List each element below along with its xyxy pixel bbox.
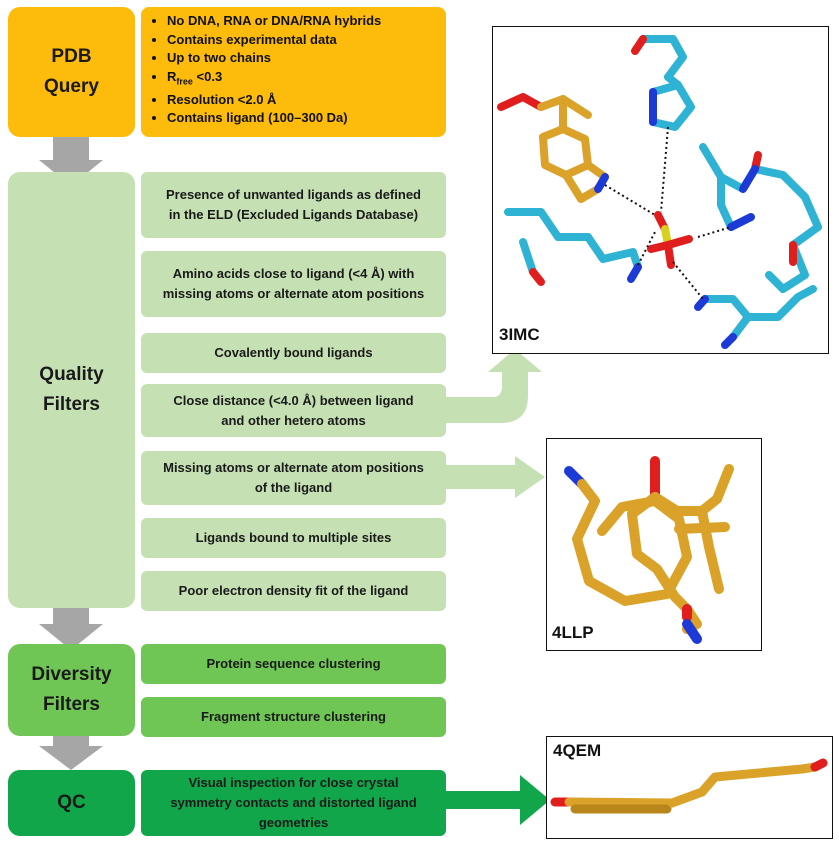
stage-diversity-filters-line1: Diversity	[31, 664, 112, 685]
quality-filter-multiple-sites: Ligands bound to multiple sites	[141, 518, 446, 558]
quality-filter-missing-atoms-residues: Amino acids close to ligand (<4 Å) with m…	[141, 251, 446, 317]
rfree-sub: free	[176, 76, 193, 87]
example-label-4llp: 4LLP	[552, 623, 594, 642]
flow-arrow-2	[39, 608, 103, 650]
stage-pdb-query-line2: Query	[44, 76, 99, 97]
stage-pdb-query: PDB Query	[8, 7, 135, 137]
qf4-line2: and other hetero atoms	[221, 412, 366, 428]
qf5-line1: Missing atoms or alternate atom position…	[163, 460, 424, 475]
qf1-line1: Presence of unwanted ligands as defined	[165, 187, 421, 202]
rfree-r: R	[167, 68, 177, 84]
qc-line1: Visual inspection for close crystal	[188, 775, 399, 790]
quality-filter-density-fit: Poor electron density fit of the ligand	[141, 571, 446, 611]
diversity-filter-fragment: Fragment structure clustering	[141, 697, 446, 737]
criterion-experimental-data: Contains experimental data	[167, 31, 438, 50]
criterion-ligand-mass: Contains ligand (100–300 Da)	[167, 109, 438, 128]
df2-line1: Fragment structure clustering	[201, 709, 386, 724]
criterion-chains: Up to two chains	[167, 49, 438, 68]
stage-quality-filters-line2: Filters	[42, 394, 101, 415]
structure-3imc-image	[497, 35, 822, 349]
rfree-threshold: <0.3	[192, 68, 223, 84]
stage-qc: QC	[8, 770, 135, 836]
df1-line1: Protein sequence clustering	[206, 656, 381, 671]
stage-pdb-query-line1: PDB	[51, 46, 92, 67]
qf6-line1: Ligands bound to multiple sites	[195, 530, 392, 545]
quality-filter-covalent: Covalently bound ligands	[141, 333, 446, 373]
qc-line2: symmetry contacts and distorted ligand	[170, 795, 417, 810]
example-panel-4qem: 4QEM	[546, 736, 833, 839]
quality-filter-missing-atoms-ligand: Missing atoms or alternate atom position…	[141, 451, 446, 505]
qf2-line1: Amino acids close to ligand (<4 Å) with	[172, 266, 415, 281]
qf4-line1: Close distance (<4.0 Å) between ligand	[173, 392, 414, 408]
query-criteria-box: No DNA, RNA or DNA/RNA hybrids Contains …	[141, 7, 446, 137]
criterion-no-dna: No DNA, RNA or DNA/RNA hybrids	[167, 12, 438, 31]
arrow-to-4llp	[430, 456, 545, 498]
arrow-to-4qem	[430, 775, 550, 825]
stage-qc-label: QC	[57, 792, 86, 813]
qf3-line1: Covalently bound ligands	[214, 345, 373, 360]
stage-diversity-filters-line2: Filters	[42, 694, 101, 715]
qf2-line2: missing atoms or alternate atom position…	[162, 286, 425, 301]
example-label-3imc: 3IMC	[499, 325, 540, 344]
structure-4llp-image	[564, 456, 734, 644]
example-panel-4llp: 4LLP	[546, 438, 762, 651]
structure-4qem-image	[550, 758, 828, 814]
qf7-line1: Poor electron density fit of the ligand	[178, 583, 409, 598]
criterion-rfree: Rfree <0.3	[167, 68, 438, 91]
stage-quality-filters-line1: Quality	[39, 364, 104, 385]
quality-filter-unwanted-ligands: Presence of unwanted ligands as defined i…	[141, 172, 446, 238]
flow-arrows	[39, 137, 103, 770]
diversity-filter-sequence: Protein sequence clustering	[141, 644, 446, 684]
example-label-4qem: 4QEM	[553, 741, 602, 760]
qc-visual-inspection: Visual inspection for close crystal symme…	[141, 770, 446, 836]
flow-arrow-3	[39, 736, 103, 770]
arrow-to-3imc	[430, 349, 542, 423]
example-panel-3imc: 3IMC	[492, 26, 829, 354]
quality-filter-close-distance: Close distance (<4.0 Å) between ligand an…	[141, 384, 446, 437]
criterion-resolution: Resolution <2.0 Å	[167, 91, 438, 110]
qc-line3: geometries	[258, 815, 329, 830]
qf1-line2: in the ELD (Excluded Ligands Database)	[168, 207, 419, 222]
qf5-line2: of the ligand	[254, 480, 333, 495]
flow-arrow-1	[39, 137, 103, 186]
query-criteria-list: No DNA, RNA or DNA/RNA hybrids Contains …	[149, 12, 438, 128]
